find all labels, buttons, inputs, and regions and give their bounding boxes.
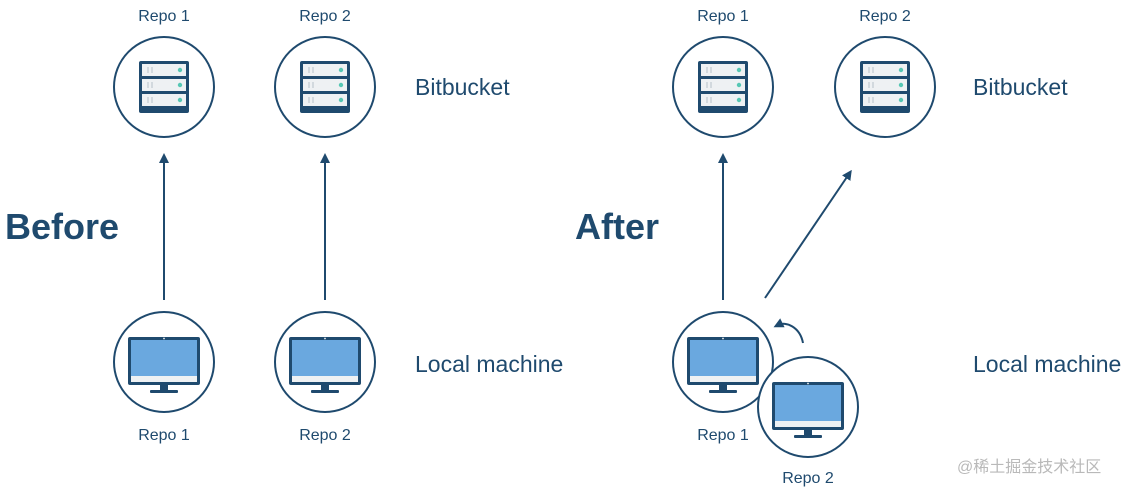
before-local-group-label: Local machine [415,351,564,377]
before-remote-repo1-label: Repo 1 [138,8,190,25]
after-remote-repo1-node [672,36,774,138]
desktop-icon [772,382,844,438]
before-section-title: Before [5,206,120,247]
after-section-title: After [575,206,660,247]
before-local-repo2-node [274,311,376,413]
before-local-repo1-label: Repo 1 [138,427,190,444]
watermark: @稀土掘金技术社区 [957,459,1102,476]
curved-arrow-icon [773,318,804,344]
before-remote-repo1-node [113,36,215,138]
server-icon [698,61,748,113]
after-local-repo1-label: Repo 1 [697,427,749,444]
server-icon [300,61,350,113]
before-remote-repo2-label: Repo 2 [299,8,351,25]
before-local-repo2-label: Repo 2 [299,427,351,444]
before-local-repo1-node [113,311,215,413]
desktop-icon [687,337,759,393]
after-repo2-push-arrow [764,169,852,299]
desktop-icon [289,337,361,393]
after-remote-repo2-label: Repo 2 [859,8,911,25]
after-remote-repo1-label: Repo 1 [697,8,749,25]
after-local-group-label: Local machine [973,351,1122,377]
after-remote-group-label: Bitbucket [973,74,1068,100]
after-local-repo1-node [672,311,774,413]
after-remote-repo2-node [834,36,936,138]
desktop-icon [128,337,200,393]
after-local-repo2-node [757,356,859,458]
server-icon [860,61,910,113]
before-remote-repo2-node [274,36,376,138]
after-local-repo2-label: Repo 2 [782,470,834,487]
before-remote-group-label: Bitbucket [415,74,510,100]
server-icon [139,61,189,113]
